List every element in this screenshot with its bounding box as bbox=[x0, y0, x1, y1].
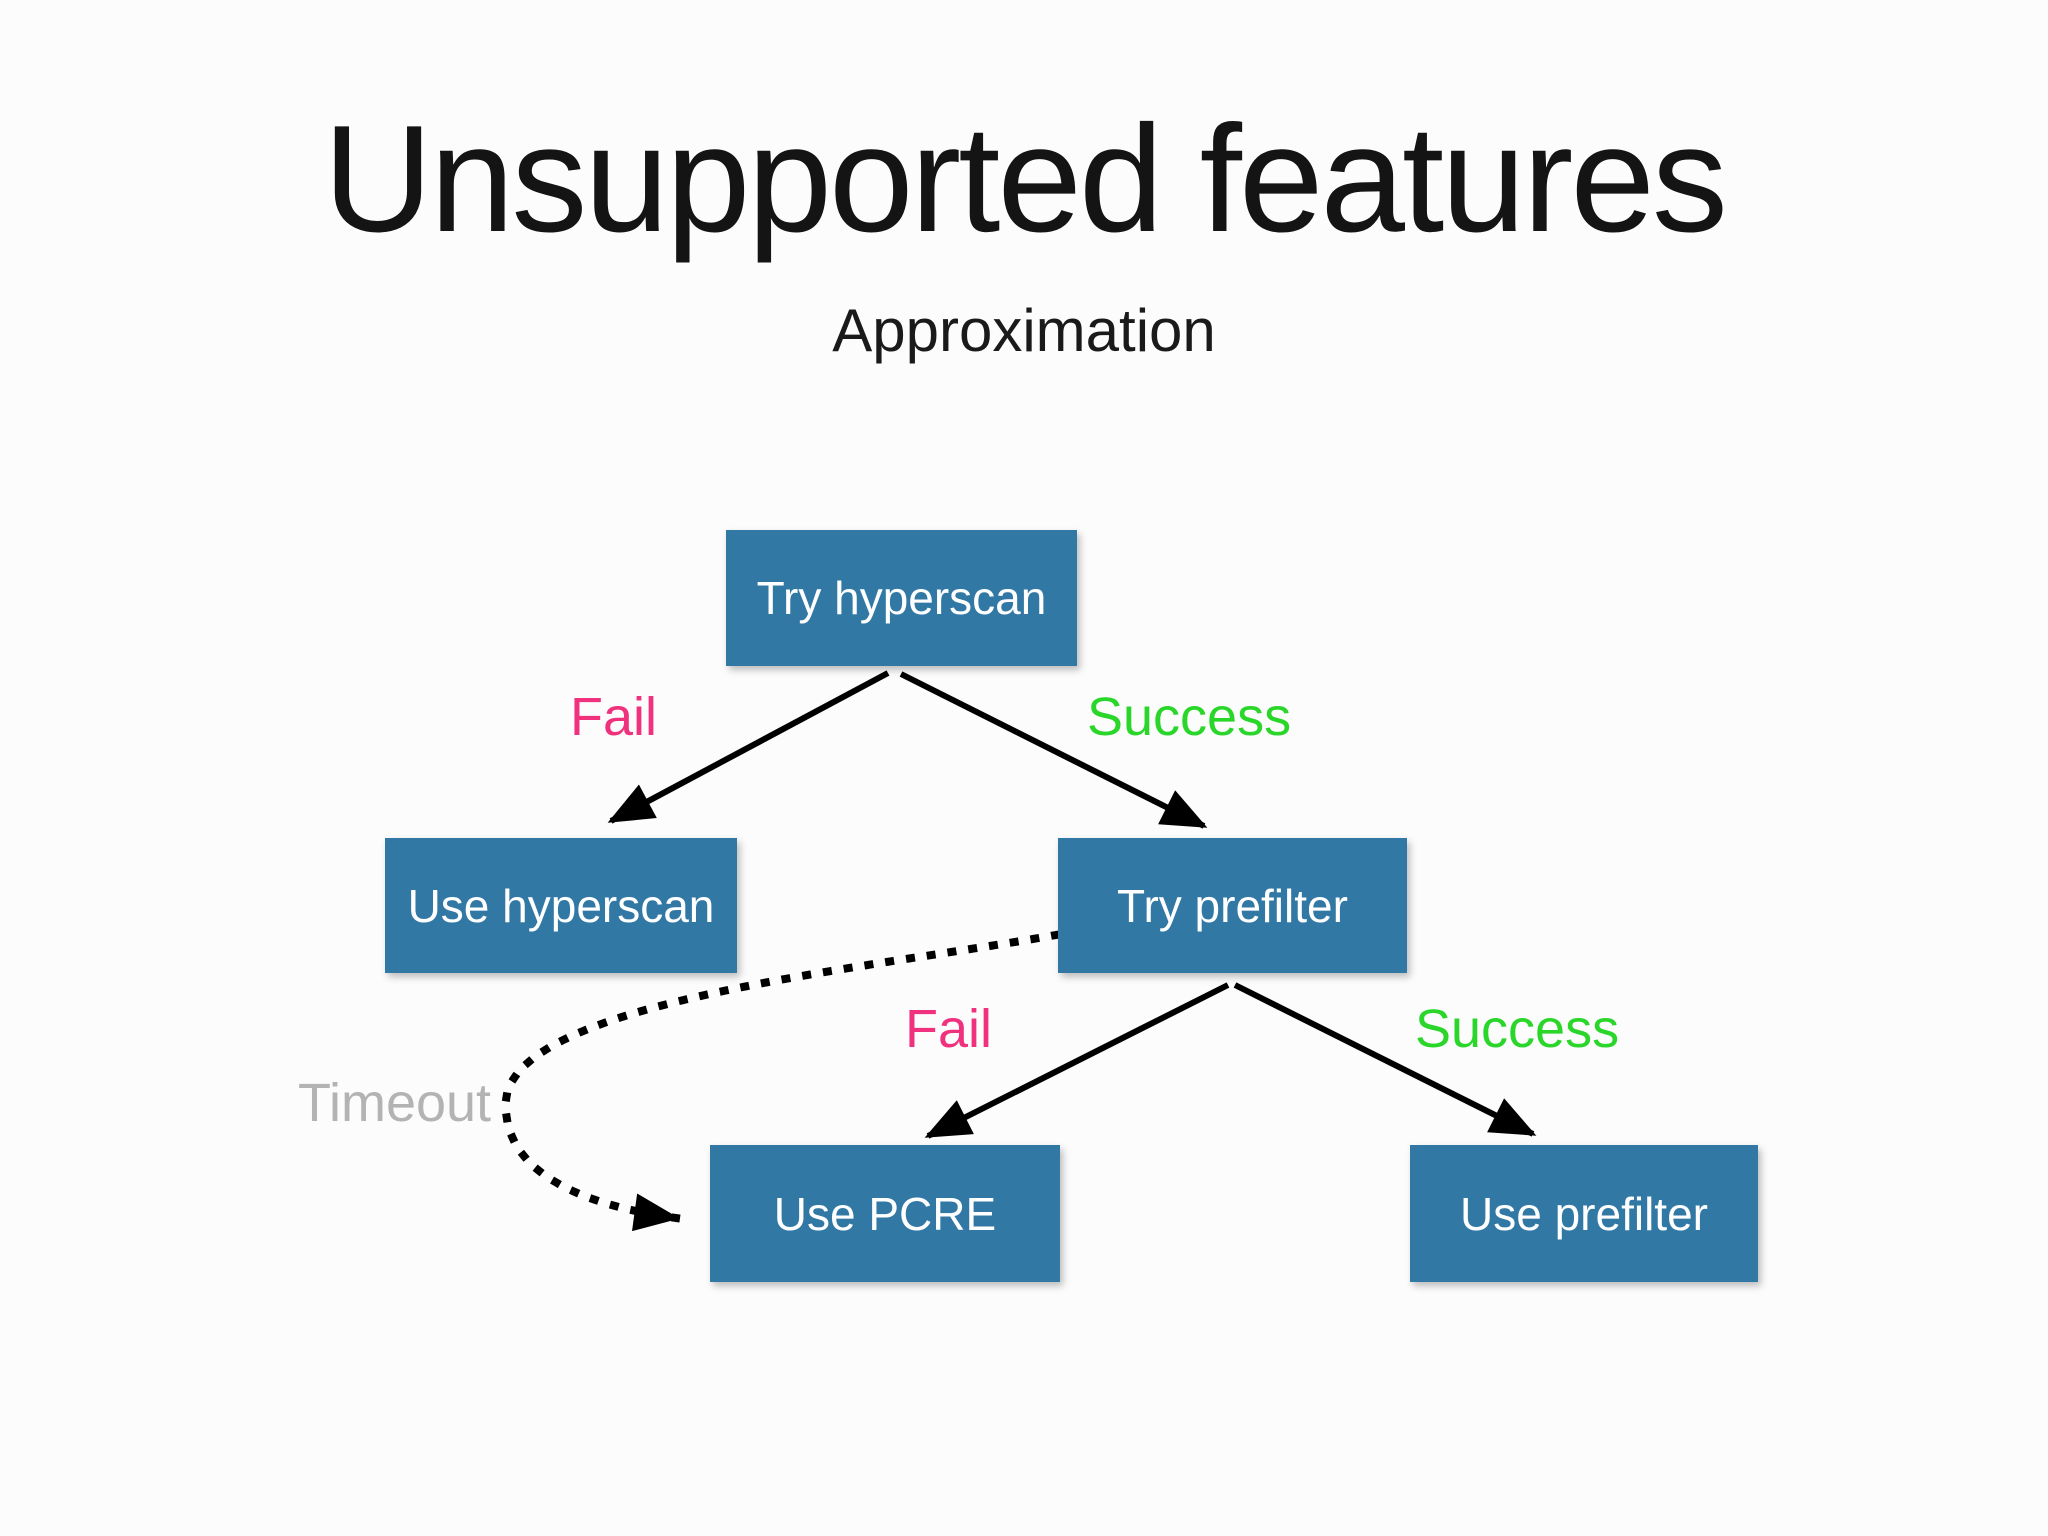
node-label: Try prefilter bbox=[1117, 879, 1348, 932]
edge-timeout-to-use-pcre bbox=[501, 930, 1061, 1232]
node-try-hyperscan: Try hyperscan bbox=[726, 530, 1077, 666]
edge-label-success-hyperscan: Success bbox=[1087, 687, 1292, 747]
edge-fail-to-use-hyperscan bbox=[607, 670, 890, 824]
node-use-prefilter: Use prefilter bbox=[1410, 1145, 1758, 1282]
node-try-prefilter: Try prefilter bbox=[1058, 838, 1407, 973]
slide-title: Unsupported features bbox=[323, 94, 1728, 264]
edge-label-success-prefilter: Success bbox=[1415, 999, 1620, 1059]
node-label: Try hyperscan bbox=[756, 572, 1047, 624]
node-use-pcre: Use PCRE bbox=[710, 1145, 1060, 1282]
node-label: Use PCRE bbox=[773, 1187, 997, 1240]
edge-label-timeout: Timeout bbox=[298, 1073, 492, 1133]
node-use-hyperscan: Use hyperscan bbox=[385, 838, 737, 973]
edge-success-to-use-prefilter bbox=[1233, 982, 1537, 1137]
edge-success-to-try-prefilter bbox=[899, 671, 1208, 829]
edge-label-fail-hyperscan: Fail bbox=[570, 687, 658, 747]
slide-subtitle: Approximation bbox=[832, 297, 1216, 364]
edge-fail-to-use-pcre bbox=[924, 982, 1230, 1139]
edge-label-fail-prefilter: Fail bbox=[905, 999, 993, 1059]
node-label: Use hyperscan bbox=[407, 879, 715, 932]
node-label: Use prefilter bbox=[1460, 1187, 1708, 1240]
